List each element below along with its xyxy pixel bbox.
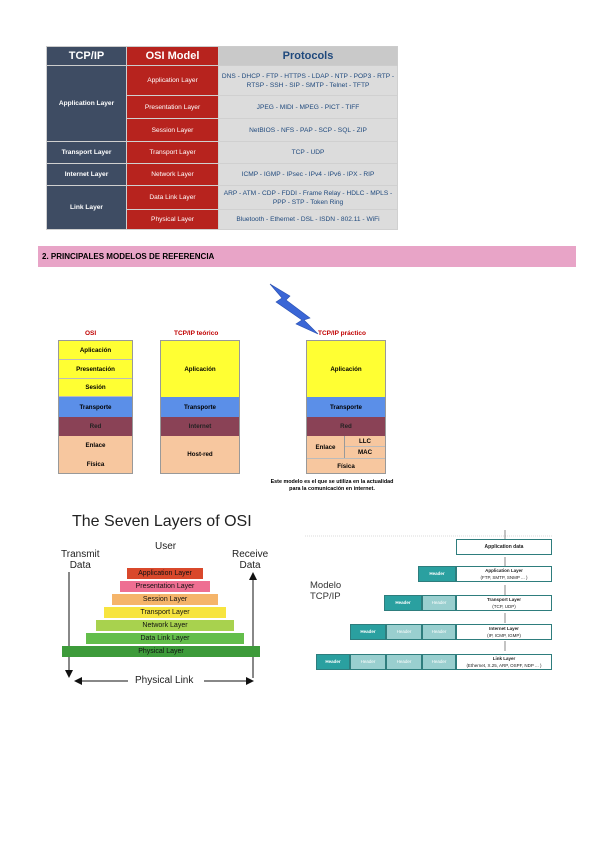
osi-data-link-layer: Data Link Layer xyxy=(126,185,219,210)
enc-header-3: Header xyxy=(350,624,386,640)
protocols-network: ICMP - IGMP - IPsec - IPv4 - IPv6 - IPX … xyxy=(218,163,398,186)
tcp-teorico-stack: Aplicación Transporte Internet Host-red xyxy=(160,340,240,474)
enc-application-layer-title: Application Layer xyxy=(485,568,523,573)
protocols-transport: TCP - UDP xyxy=(218,141,398,164)
osi-presentacion: Presentación xyxy=(59,360,132,379)
protocols-table: TCP/IP OSI Model Protocols Application L… xyxy=(46,46,398,230)
enc-internet-layer: Internet Layer (IP, ICMP, IGMP) xyxy=(456,624,552,640)
models-note: Este modelo es el que se utiliza en la a… xyxy=(262,479,402,493)
protocols-application: DNS - DHCP - FTP - HTTPS - LDAP - NTP - … xyxy=(218,65,398,96)
tcp-practico-stack: Aplicación Transporte Red Enlace LLC MAC… xyxy=(306,340,386,474)
protocols-physical: Bluetooth - Ethernet - DSL - ISDN - 802.… xyxy=(218,209,398,230)
tcp-practico-llc: LLC xyxy=(345,436,385,447)
protocols-session: NetBIOS - NFS - PAP - SCP - SQL - ZIP xyxy=(218,118,398,142)
osi-fisica: Física xyxy=(59,455,132,473)
osi-model-stack: Aplicación Presentación Sesión Transport… xyxy=(58,340,133,474)
encapsulation-arrows xyxy=(305,530,552,651)
osi-transporte: Transporte xyxy=(59,397,132,417)
tcpip-link-layer: Link Layer xyxy=(46,185,127,230)
tcpip-transport-layer: Transport Layer xyxy=(46,141,127,164)
models-note-line1: Este modelo es el que se utiliza en la a… xyxy=(270,479,394,485)
tcp-practico-aplicacion: Aplicación xyxy=(307,341,385,397)
osi-layer-transport: Transport Layer xyxy=(104,607,226,618)
models-note-line2: para la comunicación en internet. xyxy=(289,486,375,492)
osi-layer-physical: Physical Layer xyxy=(62,646,260,657)
osi-session-layer: Session Layer xyxy=(126,118,219,142)
enc-application-data: Application data xyxy=(456,539,552,555)
osi-sesion: Sesión xyxy=(59,379,132,397)
enc-header-2b: Header xyxy=(422,595,456,611)
modelo-tcpip-label: Modelo TCP/IP xyxy=(310,580,342,602)
header-tcpip: TCP/IP xyxy=(46,46,127,66)
transmit-data-label: Transmit Data xyxy=(61,549,100,571)
enc-header-4: Header xyxy=(316,654,350,670)
osi-transport-layer: Transport Layer xyxy=(126,141,219,164)
tcp-practico-mac: MAC xyxy=(345,447,385,458)
enc-internet-layer-title: Internet Layer xyxy=(489,626,519,631)
tcp-teorico-internet: Internet xyxy=(161,417,239,436)
osi-layer-network: Network Layer xyxy=(96,620,234,631)
osi-layer-data-link: Data Link Layer xyxy=(86,633,244,644)
lightning-icon xyxy=(269,283,319,335)
physical-link-label: Physical Link xyxy=(135,675,194,686)
protocols-data-link: ARP - ATM - CDP - FDDI - Frame Relay - H… xyxy=(218,185,398,210)
seven-layers-title: The Seven Layers of OSI xyxy=(72,513,252,530)
tcp-practico-red: Red xyxy=(307,417,385,436)
enc-link-layer: Link Layer (Ethernet, X.25, ARP, OSPF, N… xyxy=(456,654,552,670)
enc-header-4b: Header xyxy=(350,654,386,670)
tcpip-internet-layer: Internet Layer xyxy=(46,163,127,186)
tcpip-application-layer: Application Layer xyxy=(46,65,127,142)
enc-link-layer-title: Link Layer xyxy=(492,656,516,661)
enc-transport-layer-sub: (TCP, UDP) xyxy=(492,604,516,609)
osi-layer-session: Session Layer xyxy=(112,594,218,605)
enc-header-1: Header xyxy=(418,566,456,582)
receive-data-label: Receive Data xyxy=(232,549,269,571)
enc-header-4d: Header xyxy=(422,654,456,670)
header-protocols: Protocols xyxy=(218,46,398,66)
osi-presentation-layer: Presentation Layer xyxy=(126,95,219,119)
tcp-teorico-title: TCP/IP teórico xyxy=(174,330,219,337)
enc-header-2: Header xyxy=(384,595,422,611)
tcp-teorico-host-red: Host-red xyxy=(161,436,239,473)
tcp-teorico-transporte: Transporte xyxy=(161,397,239,417)
enc-header-4c: Header xyxy=(386,654,422,670)
tcp-practico-enlace: Enlace xyxy=(307,436,345,458)
enc-transport-layer-title: Transport Layer xyxy=(486,597,521,602)
osi-aplicacion: Aplicación xyxy=(59,341,132,360)
osi-network-layer: Network Layer xyxy=(126,163,219,186)
osi-enlace: Enlace xyxy=(59,436,132,455)
tcp-practico-fisica: Física xyxy=(307,458,385,473)
enc-application-layer-sub: (FTP, SMTP, SNMP ... ) xyxy=(480,575,528,580)
enc-header-3c: Header xyxy=(422,624,456,640)
osi-application-layer: Application Layer xyxy=(126,65,219,96)
osi-physical-layer: Physical Layer xyxy=(126,209,219,230)
osi-red: Red xyxy=(59,417,132,436)
tcp-practico-title: TCP/IP práctico xyxy=(318,330,366,337)
osi-model-title: OSI xyxy=(85,330,97,337)
tcp-practico-transporte: Transporte xyxy=(307,397,385,417)
osi-layer-application: Application Layer xyxy=(127,568,203,579)
enc-application-layer: Application Layer (FTP, SMTP, SNMP ... ) xyxy=(456,566,552,582)
enc-transport-layer: Transport Layer (TCP, UDP) xyxy=(456,595,552,611)
tcp-teorico-aplicacion: Aplicación xyxy=(161,341,239,397)
enc-link-layer-sub: (Ethernet, X.25, ARP, OSPF, NDP ... ) xyxy=(466,663,542,668)
section-heading: 2. PRINCIPALES MODELOS DE REFERENCIA xyxy=(38,246,576,267)
osi-layer-presentation: Presentation Layer xyxy=(120,581,210,592)
header-osi: OSI Model xyxy=(126,46,219,66)
user-label: User xyxy=(155,541,177,552)
enc-internet-layer-sub: (IP, ICMP, IGMP) xyxy=(487,633,521,638)
enc-header-3b: Header xyxy=(386,624,422,640)
protocols-presentation: JPEG - MIDI - MPEG - PICT - TIFF xyxy=(218,95,398,119)
